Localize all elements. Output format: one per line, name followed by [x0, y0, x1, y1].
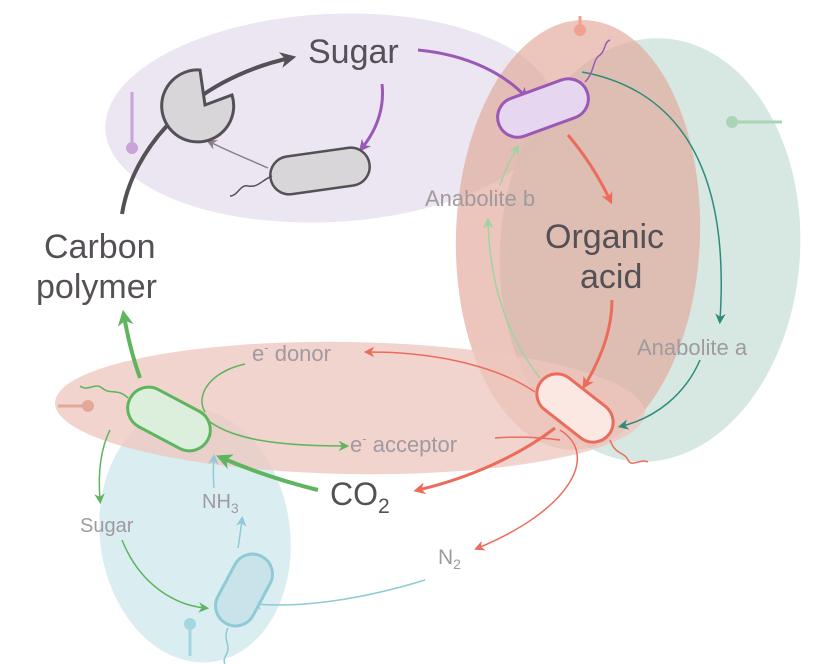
blue-pin-icon: [184, 618, 196, 656]
label-nh3: NH3: [202, 491, 239, 516]
label-e-acceptor: e- acceptor: [350, 431, 457, 457]
arrow-donor-to-green: [201, 363, 246, 413]
blue-bacterium-icon: [214, 552, 274, 664]
purple-zone: [105, 13, 555, 223]
purple-pin-icon: [126, 92, 138, 154]
arrow-acid-to-red-bacterium: [582, 299, 614, 390]
red-bacterium-icon: [535, 372, 649, 464]
red-pin-icon: [574, 16, 586, 36]
label-anabolite-a: Anabolite a: [637, 335, 748, 360]
arrows: [94, 48, 726, 613]
label-n2: N2: [438, 546, 461, 572]
arrow-grey-to-degrader: [206, 140, 269, 169]
arrow-anabolite-b-up: [499, 144, 520, 186]
green-bacterium-icon: [79, 385, 212, 453]
label-organic-acid-line2: acid: [580, 258, 642, 296]
arrow-red-to-co2: [413, 426, 556, 495]
organisms: [79, 39, 649, 664]
arrow-anabolite-a-to-red: [617, 359, 701, 430]
arrow-red-to-n2: [474, 429, 578, 551]
arrow-sugar-to-acid-producer: [417, 48, 529, 100]
arrow-green-to-acceptor: [204, 417, 350, 452]
arrow-sugar-to-grey-bacterium: [358, 83, 385, 152]
arrow-red-to-anabolite-b: [482, 217, 541, 379]
arrow-n2-to-blue: [250, 579, 426, 610]
arrow-red-to-e-donor: [363, 346, 536, 393]
arrow-nh3-to-green: [208, 453, 219, 489]
grey-bacterium-icon: [229, 146, 371, 197]
label-organic-acid-line1: Organic: [545, 218, 664, 256]
arrow-to-organic-acid: [566, 134, 613, 205]
salmon-pin-icon: [58, 400, 94, 412]
polymer-degrader-icon: [160, 68, 236, 144]
arrow-green-to-polymer: [117, 309, 142, 379]
green-pin-icon: [726, 116, 782, 128]
arrow-co2-to-green: [216, 454, 319, 492]
label-co2: CO2: [330, 476, 390, 518]
pin-markers: [58, 16, 782, 656]
labels: Sugar Carbon polymer Organic acid Anabol…: [36, 33, 748, 572]
label-sugar-top: Sugar: [308, 33, 399, 71]
arrow-blue-to-nh3: [236, 515, 247, 549]
arrow-sugar-to-blue: [121, 539, 210, 613]
label-anabolite-b: Anabolite b: [425, 186, 535, 211]
arrow-green-to-sugar: [94, 429, 111, 505]
arrow-acceptor-link: [494, 436, 561, 441]
label-carbon-polymer-line2: polymer: [36, 268, 157, 306]
label-sugar-bottom: Sugar: [80, 515, 134, 537]
label-e-donor: e- donor: [252, 340, 331, 366]
label-carbon-polymer-line1: Carbon: [44, 228, 156, 266]
acid-producer-bacterium-icon: [496, 39, 611, 139]
arrow-anabolite-a-down: [581, 71, 726, 325]
